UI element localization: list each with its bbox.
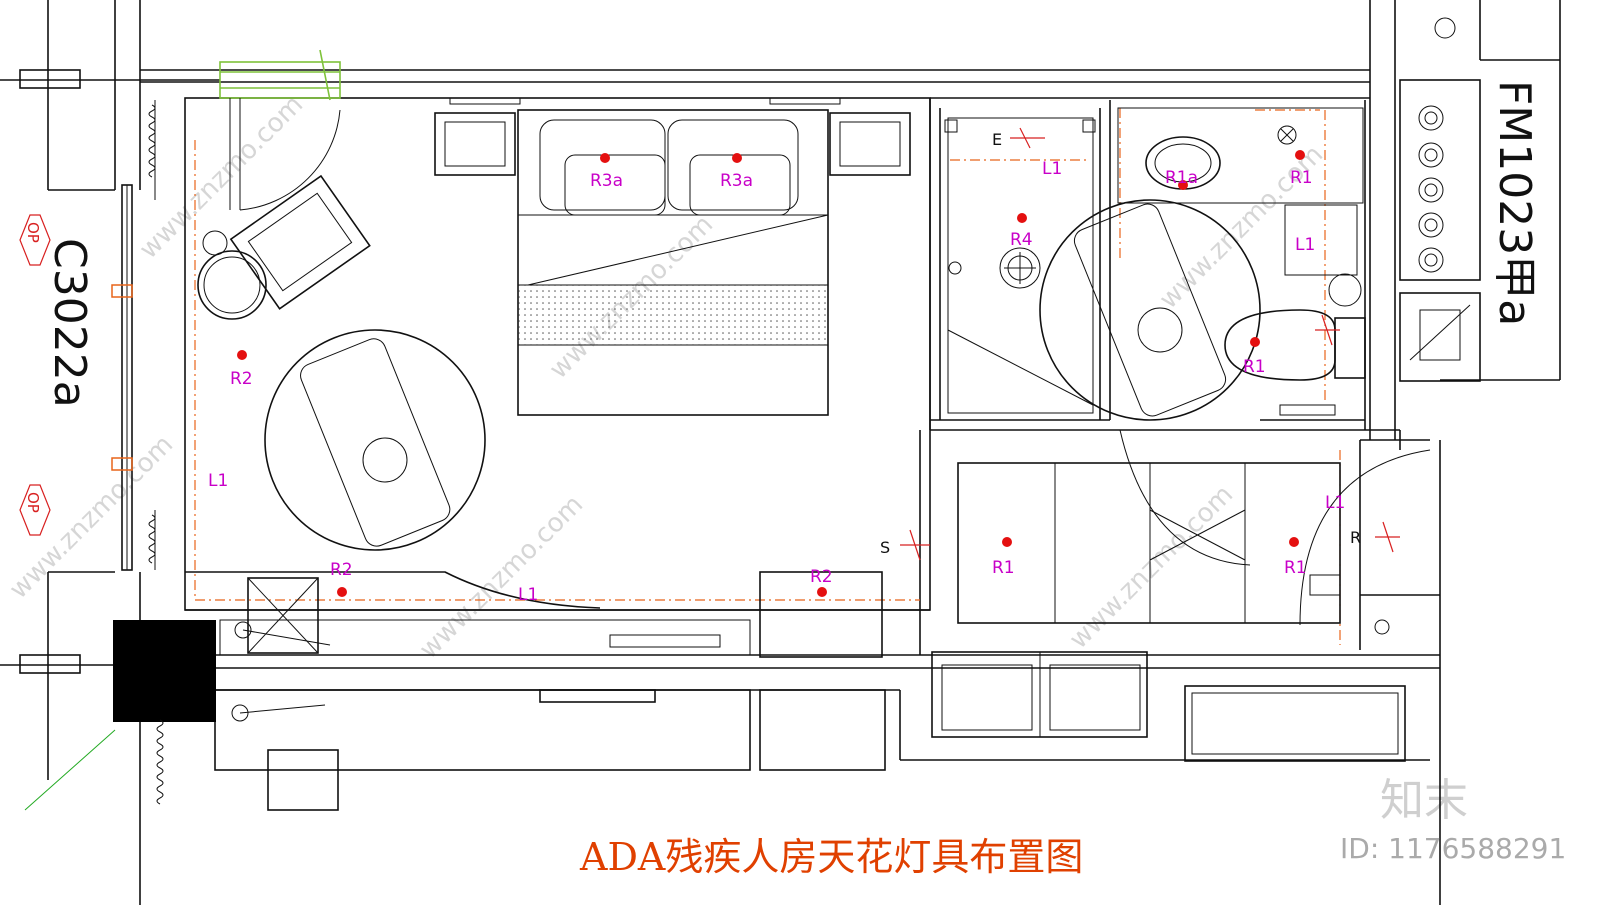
fixture-dot (1295, 150, 1305, 160)
watermark-text: www.znzmo.com (134, 90, 309, 265)
fixture-label: R2 (810, 567, 833, 587)
walls (0, 0, 1561, 905)
line-label: L1 (1042, 159, 1062, 179)
fixture-label: R2 (330, 560, 353, 580)
op-tag-shape (19, 484, 51, 536)
fixture-label: R1a (1165, 168, 1198, 188)
fixture-label: R3a (720, 171, 753, 191)
fixture-dot (1250, 337, 1260, 347)
switch-label-s: S (880, 538, 890, 557)
wardrobe (957, 429, 1431, 635)
op-tag-shape (19, 214, 51, 266)
watermark-layer: www.znzmo.com www.znzmo.com www.znzmo.co… (4, 90, 1468, 826)
line-label: L1 (518, 585, 538, 605)
vent-circles (1418, 17, 1456, 273)
watermark-text: www.znzmo.com (1154, 140, 1329, 315)
fixture-dot (817, 587, 827, 597)
line-label: L1 (208, 471, 228, 491)
line-labels: L1 L1 L1 L1 L1 (208, 159, 1345, 605)
bath-fixtures (1117, 107, 1366, 416)
fixture-dot (1002, 537, 1012, 547)
line-label: L1 (1325, 493, 1345, 513)
fixture-label: R1 (1243, 357, 1266, 377)
fixture-labels: R3a R3a R2 R2 R2 R4 R1a R1 R1 R1 R1 (230, 168, 1313, 587)
fixture-dot (600, 153, 610, 163)
watermark-id: ID: 1176588291 (1340, 832, 1566, 865)
fixture-label: R3a (590, 171, 623, 191)
fixture-label: R4 (1010, 230, 1033, 250)
watermark-text: www.znzmo.com (1064, 480, 1239, 655)
watermark-text: www.znzmo.com (414, 490, 589, 665)
switch-label-e: E (992, 130, 1002, 149)
window-tags: OP OP C3022a FM1023甲a (19, 80, 1540, 536)
fixture-label: R1 (1290, 168, 1313, 188)
fixture-dot (237, 350, 247, 360)
fixture-dot (337, 587, 347, 597)
wheelchair-circle (264, 199, 1261, 551)
fixture-dot (732, 153, 742, 163)
fixture-dots (237, 150, 1305, 597)
watermark-text: www.znzmo.com (4, 430, 179, 605)
window-left (111, 100, 156, 571)
leader-line (24, 729, 116, 811)
switch-symbols: E S R (880, 127, 1400, 561)
line-label: L1 (1295, 235, 1315, 255)
shelving (931, 651, 1406, 762)
fixture-label: R2 (230, 369, 253, 389)
door-code: FM1023甲a (1489, 80, 1540, 326)
shower (944, 117, 1096, 414)
op-label: OP (24, 222, 42, 243)
bed (434, 97, 911, 416)
radiator (148, 104, 164, 805)
lounge-chair (197, 174, 371, 320)
window-code: C3022a (44, 238, 95, 408)
switch-label-r: R (1350, 528, 1361, 547)
desk-area (185, 571, 883, 722)
watermark-logo: 知末 (1380, 775, 1468, 826)
fixture-dot (1017, 213, 1027, 223)
structural-column (113, 620, 216, 722)
fixture-dot (1289, 537, 1299, 547)
fixture-label: R1 (1284, 558, 1307, 578)
drawing-title: ADA残疾人房天花灯具布置图 (579, 835, 1083, 879)
fixture-dot (1178, 180, 1188, 190)
op-label: OP (24, 492, 42, 513)
window-top (219, 49, 341, 211)
fixture-label: R1 (992, 558, 1015, 578)
